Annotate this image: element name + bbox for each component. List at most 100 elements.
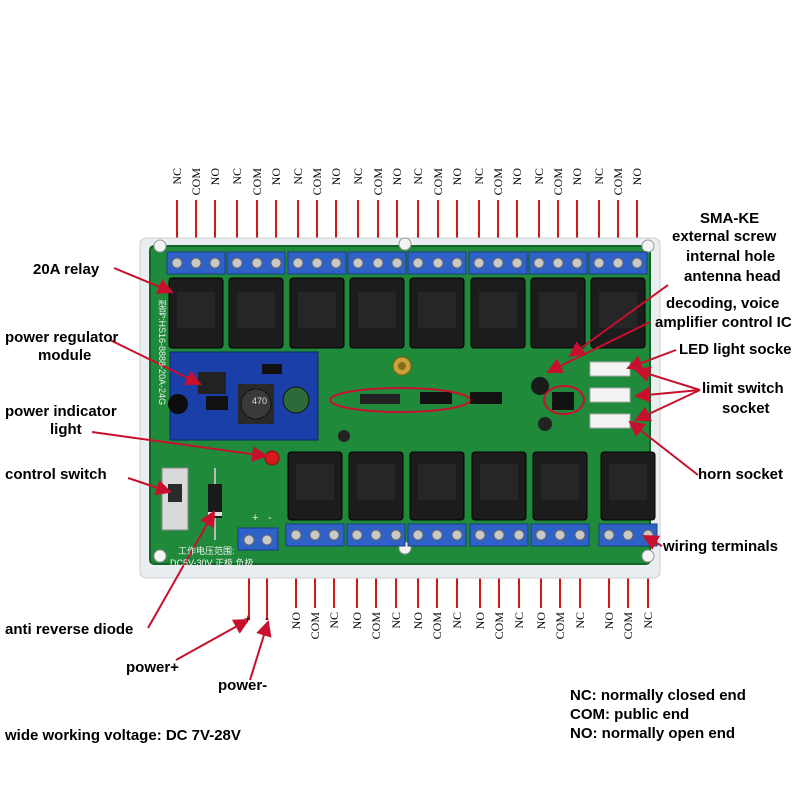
bottom-relay <box>532 451 588 521</box>
power-terminal-block <box>237 527 279 551</box>
top-pin-label: NC <box>291 168 305 185</box>
callout-arrow <box>568 284 669 358</box>
callout-antenna-1: SMA-KE <box>700 210 760 227</box>
bottom-relay <box>600 451 656 521</box>
mount-hole <box>398 237 412 251</box>
bottom-pin-label: NC <box>512 612 526 629</box>
legend-nc: NC: normally closed end <box>570 687 746 704</box>
bottom-pin-label: COM <box>621 612 635 640</box>
antenna-head <box>392 356 412 376</box>
mount-hole <box>153 549 167 563</box>
callout-arrow <box>175 619 250 661</box>
top-terminal-block <box>166 251 226 275</box>
top-pin-label: COM <box>371 168 385 196</box>
bottom-relay <box>409 451 465 521</box>
legend-com: COM: public end <box>570 706 690 723</box>
anti-reverse-diode <box>208 468 222 540</box>
callout-antenna-3: internal hole <box>686 248 776 265</box>
top-relay <box>289 277 345 349</box>
top-pin-label: NC <box>351 168 365 185</box>
pin-legend: NC: normally closed end COM: public end … <box>570 686 746 743</box>
top-pin-label: NO <box>390 168 404 186</box>
callout-arrow <box>626 349 677 371</box>
top-terminal-blocks <box>166 251 648 275</box>
logic-section <box>338 377 574 442</box>
plus-marking: + <box>252 512 259 524</box>
mount-hole <box>153 239 167 253</box>
inductor-marking: 470 <box>252 396 268 406</box>
top-pin-label: COM <box>189 168 203 196</box>
bottom-pin-label: NO <box>289 612 303 630</box>
top-pin-label: COM <box>250 168 264 196</box>
bottom-pin-label: NO <box>411 612 425 630</box>
top-pin-label: NC <box>170 168 184 185</box>
callout-power-plus: power+ <box>126 659 179 676</box>
callout-led-socket: LED light socke <box>679 341 792 358</box>
bottom-relay <box>287 451 343 521</box>
callout-antenna-4: antenna head <box>684 268 781 285</box>
callout-arrow <box>91 431 268 463</box>
bottom-pin-label: NC <box>450 612 464 629</box>
mount-hole <box>641 549 655 563</box>
top-terminal-block <box>528 251 588 275</box>
bottom-terminal-block <box>469 523 529 547</box>
callout-indicator-1: power indicator <box>5 403 117 420</box>
top-pin-label: COM <box>491 168 505 196</box>
bottom-relays <box>287 451 656 521</box>
top-pin-label: NO <box>630 168 644 186</box>
decoder-highlight <box>543 385 585 415</box>
board-model-marking: 型号:HS16-8888-20A-24G <box>157 300 167 406</box>
control-switch <box>161 467 189 531</box>
top-relay <box>470 277 526 349</box>
callout-arrow <box>634 389 701 422</box>
callout-arrow <box>109 339 202 386</box>
bottom-pin-label: NO <box>534 612 548 630</box>
top-pin-label: NO <box>208 168 222 186</box>
top-pin-label: COM <box>551 168 565 196</box>
voltage-value-marking: DC5V-30V 正极 负极 <box>170 558 254 568</box>
top-relay <box>530 277 586 349</box>
top-pin-label: NO <box>570 168 584 186</box>
callout-limit-2: socket <box>722 400 770 417</box>
top-terminal-block <box>347 251 407 275</box>
top-pin-label: NC <box>592 168 606 185</box>
bottom-relay <box>471 451 527 521</box>
callout-limit-1: limit switch <box>702 380 784 397</box>
top-pin-label: NC <box>472 168 486 185</box>
voltage-note: wide working voltage: DC 7V-28V <box>5 727 241 744</box>
bottom-terminal-block <box>530 523 590 547</box>
mount-hole <box>641 239 655 253</box>
top-pin-label: NO <box>269 168 283 186</box>
bottom-pin-label: NO <box>473 612 487 630</box>
callout-antenna-2: external screw <box>672 228 777 245</box>
bottom-relay <box>348 451 404 521</box>
top-pin-label: NO <box>450 168 464 186</box>
bottom-pin-label: COM <box>308 612 322 640</box>
top-terminal-block <box>407 251 467 275</box>
callout-arrow <box>147 510 215 629</box>
top-pin-label: NC <box>411 168 425 185</box>
top-pin-label: NC <box>230 168 244 185</box>
legend-no: NO: normally open end <box>570 725 736 742</box>
decoder-ic <box>552 392 574 410</box>
power-minus-mark: - <box>265 611 269 625</box>
bottom-terminal-block <box>407 523 467 547</box>
callout-control-switch: control switch <box>5 466 107 483</box>
bottom-pin-label: NO <box>602 612 616 630</box>
power-plus-mark: + <box>244 611 251 625</box>
callout-wiring-terminals: wiring terminals <box>663 538 779 555</box>
bottom-pin-label: COM <box>553 612 567 640</box>
bottom-pin-label: NC <box>327 612 341 629</box>
callout-power-minus: power- <box>218 677 268 694</box>
bottom-pin-label: COM <box>369 612 383 640</box>
minus-marking: - <box>268 512 272 524</box>
callout-relay: 20A relay <box>33 261 100 278</box>
callout-indicator-2: light <box>50 421 82 438</box>
callout-arrow <box>628 420 699 476</box>
callout-ic-1: decoding, voice <box>666 295 780 312</box>
top-relays <box>168 277 646 349</box>
top-pin-label: NO <box>329 168 343 186</box>
bottom-terminal-block <box>598 523 658 547</box>
top-relay <box>168 277 224 349</box>
